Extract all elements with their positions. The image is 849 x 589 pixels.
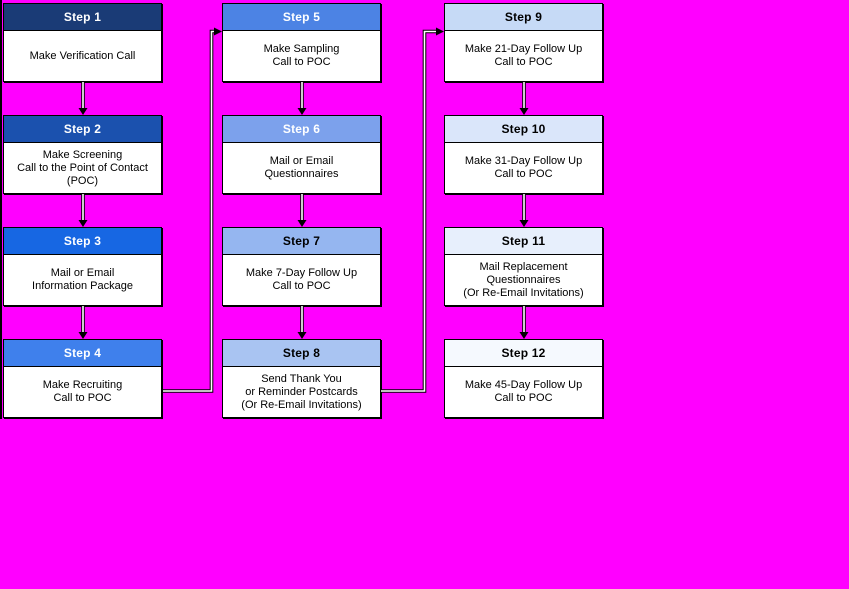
arrow-step11-step12 xyxy=(519,306,529,339)
arrow-step5-step6 xyxy=(297,82,307,115)
arrow-step10-step11 xyxy=(519,194,529,227)
step-6-body: Mail or Email Questionnaires xyxy=(264,155,339,180)
arrow-step3-step4 xyxy=(78,306,88,339)
arrow-step9-step10 xyxy=(519,82,529,115)
step-10-body: Make 31-Day Follow Up Call to POC xyxy=(464,155,583,180)
page-edge-line xyxy=(0,0,2,419)
step-10-box[interactable]: Step 10 Make 31-Day Follow Up Call to PO… xyxy=(444,115,603,194)
step-5-body: Make Sampling Call to POC xyxy=(263,43,340,68)
step-3-body: Mail or Email Information Package xyxy=(32,267,133,292)
step-11-header: Step 11 xyxy=(445,228,602,255)
step-7-body: Make 7-Day Follow Up Call to POC xyxy=(245,267,358,292)
step-12-body: Make 45-Day Follow Up Call to POC xyxy=(464,379,583,404)
step-9-header: Step 9 xyxy=(445,4,602,31)
step-6-header: Step 6 xyxy=(223,116,380,143)
step-8-box[interactable]: Step 8 Send Thank You or Reminder Postca… xyxy=(222,339,381,418)
step-3-box[interactable]: Step 3 Mail or Email Information Package xyxy=(3,227,162,306)
connector-step8-step9 xyxy=(381,27,444,393)
step-1-header: Step 1 xyxy=(4,4,161,31)
step-3-header: Step 3 xyxy=(4,228,161,255)
step-11-box[interactable]: Step 11 Mail Replacement Questionnaires … xyxy=(444,227,603,306)
arrow-step1-step2 xyxy=(78,82,88,115)
arrow-step2-step3 xyxy=(78,194,88,227)
step-4-box[interactable]: Step 4 Make Recruiting Call to POC xyxy=(3,339,162,418)
arrow-step6-step7 xyxy=(297,194,307,227)
step-11-body: Mail Replacement Questionnaires (Or Re-E… xyxy=(463,260,584,299)
step-4-header: Step 4 xyxy=(4,340,161,367)
step-10-header: Step 10 xyxy=(445,116,602,143)
step-9-box[interactable]: Step 9 Make 21-Day Follow Up Call to POC xyxy=(444,3,603,82)
step-4-body: Make Recruiting Call to POC xyxy=(42,379,123,404)
step-2-box[interactable]: Step 2 Make Screening Call to the Point … xyxy=(3,115,162,194)
arrow-step7-step8 xyxy=(297,306,307,339)
step-6-box[interactable]: Step 6 Mail or Email Questionnaires xyxy=(222,115,381,194)
step-8-body: Send Thank You or Reminder Postcards (Or… xyxy=(241,372,362,411)
step-1-body: Make Verification Call xyxy=(29,49,136,62)
step-7-header: Step 7 xyxy=(223,228,380,255)
step-5-box[interactable]: Step 5 Make Sampling Call to POC xyxy=(222,3,381,82)
step-7-box[interactable]: Step 7 Make 7-Day Follow Up Call to POC xyxy=(222,227,381,306)
step-8-header: Step 8 xyxy=(223,340,380,367)
step-2-header: Step 2 xyxy=(4,116,161,143)
step-9-body: Make 21-Day Follow Up Call to POC xyxy=(464,43,583,68)
step-5-header: Step 5 xyxy=(223,4,380,31)
step-12-box[interactable]: Step 12 Make 45-Day Follow Up Call to PO… xyxy=(444,339,603,418)
connector-step4-step5 xyxy=(163,27,222,393)
step-2-body: Make Screening Call to the Point of Cont… xyxy=(17,148,148,187)
step-1-box[interactable]: Step 1 Make Verification Call xyxy=(3,3,162,82)
step-12-header: Step 12 xyxy=(445,340,602,367)
